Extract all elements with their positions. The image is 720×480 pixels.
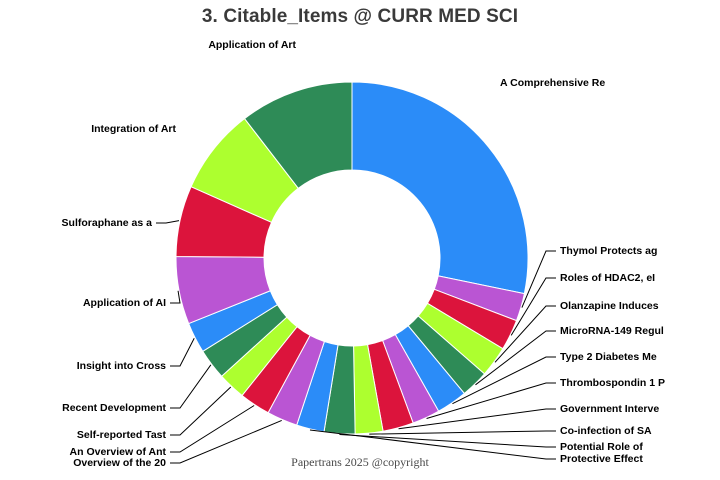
slice-label: Overview of the 20 — [73, 457, 166, 469]
slice-label: An Overview of Ant — [70, 446, 167, 458]
leader-line — [156, 220, 180, 224]
slice-label: Thymol Protects ag — [560, 245, 657, 257]
slice-label: Thrombospondin 1 P — [560, 377, 665, 389]
leader-line — [398, 408, 556, 430]
leader-line — [521, 250, 556, 308]
leader-line — [339, 434, 556, 448]
slice-labels: A Comprehensive Re Thymol Protects ag Role… — [62, 39, 665, 469]
leader-line — [170, 364, 212, 409]
page-title: 3. Citable_Items @ CURR MED SCI — [201, 6, 519, 27]
donut-slice[interactable] — [351, 81, 529, 295]
leader-line — [494, 305, 556, 363]
slice-label: A Comprehensive Re — [500, 77, 605, 89]
leader-lines — [156, 220, 556, 464]
slice-label: Potential Role of — [560, 441, 643, 453]
slice-label: Integration of Art — [91, 123, 176, 135]
slice-label: Olanzapine Induces — [560, 300, 659, 312]
leader-line — [475, 330, 556, 386]
slice-label: Self-reported Tast — [77, 429, 167, 441]
slice-label: Protective Effect — [560, 453, 643, 465]
leader-line — [170, 337, 195, 367]
leader-line — [426, 382, 556, 420]
slice-label: Insight into Cross — [77, 360, 166, 372]
slice-label: Co-infection of SA — [560, 425, 652, 437]
leader-line — [510, 277, 556, 336]
slice-label: Recent Development — [62, 402, 166, 414]
donut-slices — [175, 81, 529, 435]
slice-label: Roles of HDAC2, eI — [560, 272, 655, 284]
slice-label: Application of AI — [83, 297, 166, 309]
leader-line — [452, 356, 556, 405]
slice-label: MicroRNA-149 Regul — [560, 325, 664, 337]
slice-label: Sulforaphane as a — [62, 217, 153, 229]
leader-line — [170, 290, 181, 304]
copyright-note: Papertrans 2025 @copyright — [291, 455, 429, 469]
leader-line — [170, 419, 282, 464]
leader-line — [170, 405, 255, 453]
slice-label: Application of Art — [208, 39, 296, 51]
donut-slice[interactable] — [244, 81, 353, 189]
leader-line — [369, 430, 556, 435]
leader-line — [309, 429, 556, 460]
slice-label: Government Interve — [560, 403, 659, 415]
slice-label: Type 2 Diabetes Me — [560, 351, 657, 363]
leader-line — [170, 386, 232, 436]
